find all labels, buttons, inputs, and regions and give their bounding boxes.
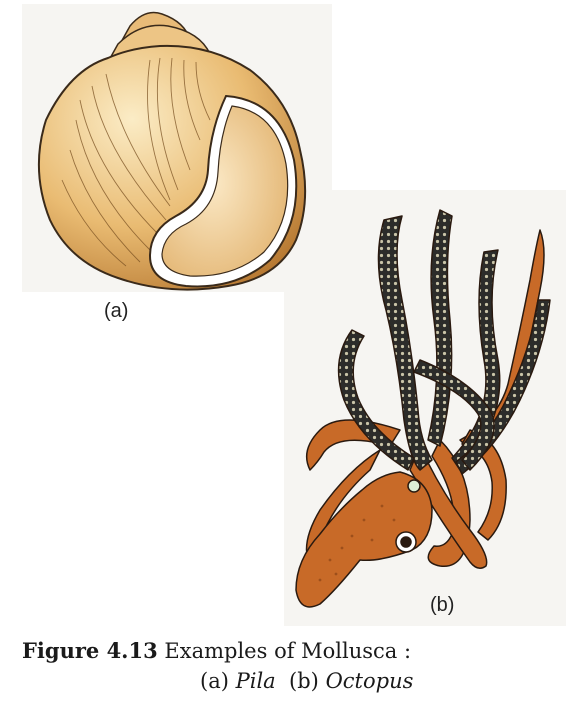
caption-a-name: Pila — [235, 669, 276, 693]
caption-line-2: (a) Pila (b) Octopus — [22, 666, 562, 696]
panel-a-label: (a) — [104, 300, 129, 322]
caption-a-prefix: (a) — [200, 669, 236, 693]
caption-line-1: Figure 4.13 Examples of Mollusca : — [22, 636, 562, 666]
caption-title: Examples of Mollusca : — [164, 639, 412, 663]
panel-b-label: (b) — [430, 594, 455, 616]
caption-b-name: Octopus — [325, 669, 414, 693]
figure-caption: Figure 4.13 Examples of Mollusca : (a) P… — [22, 636, 562, 696]
figure-number: Figure 4.13 — [22, 638, 158, 663]
caption-b-prefix: (b) — [289, 669, 326, 693]
